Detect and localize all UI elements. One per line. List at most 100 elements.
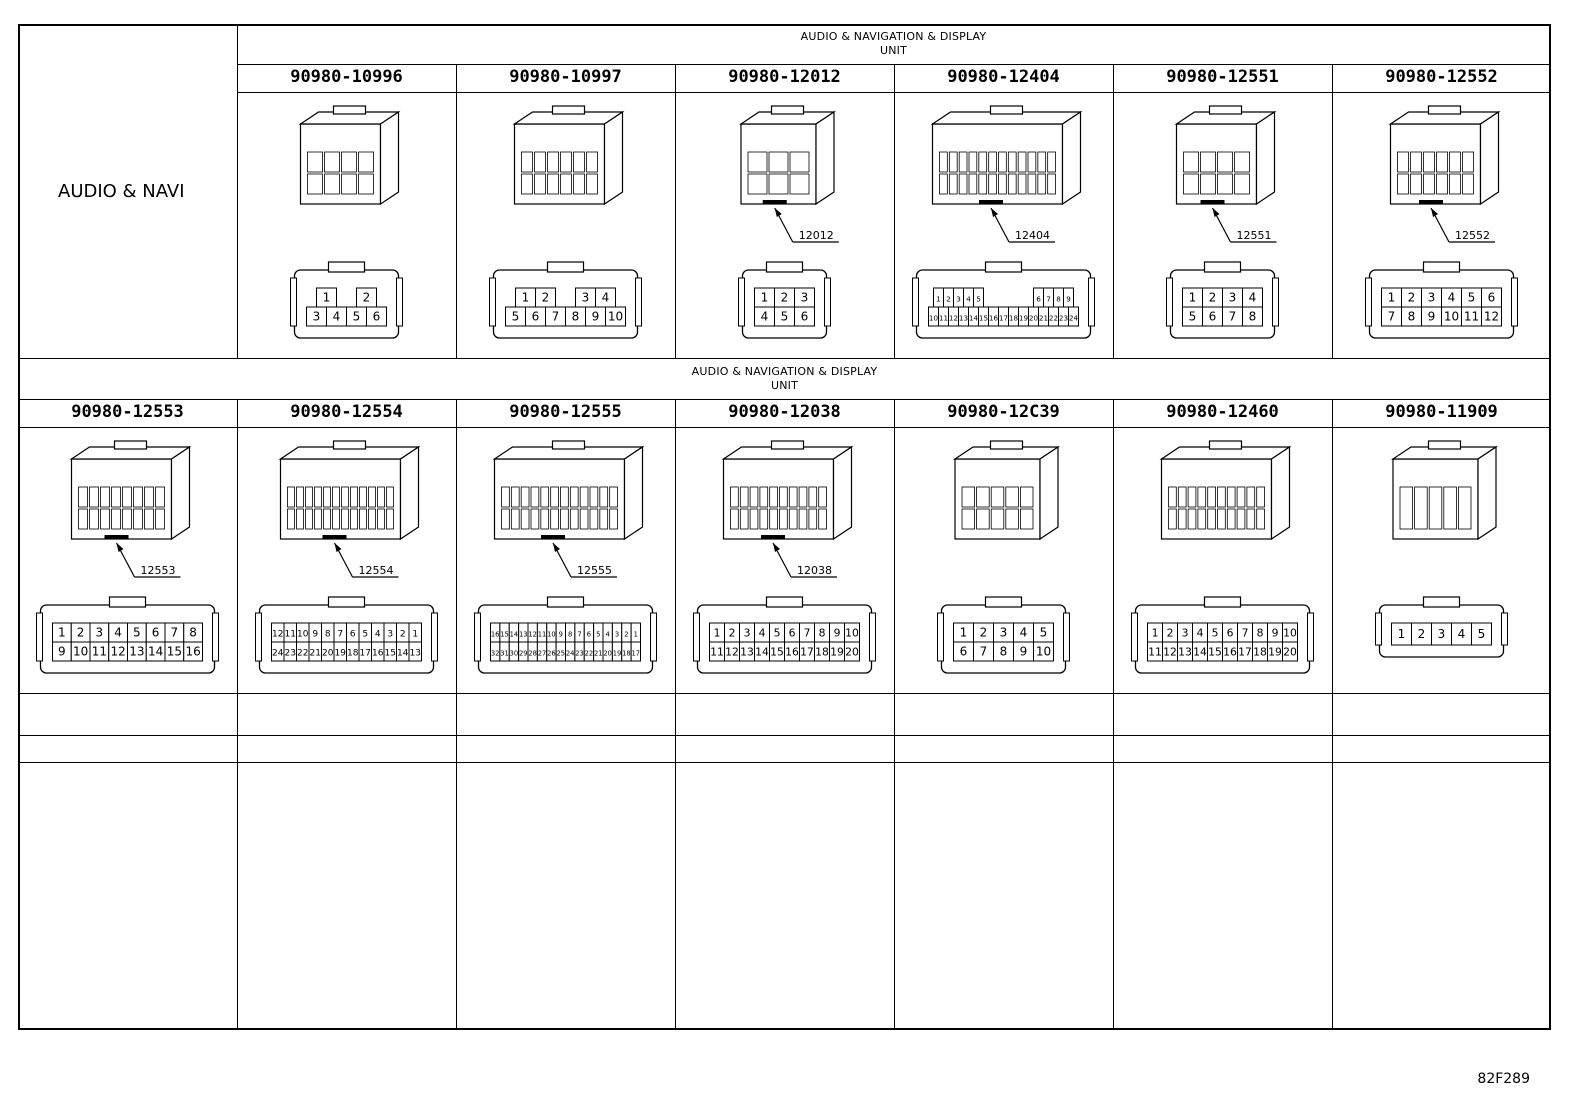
pin-number: 13 <box>740 646 754 659</box>
pin-number: 16 <box>372 649 384 659</box>
pin-number: 9 <box>834 627 841 640</box>
pin-number: 3 <box>1182 627 1189 640</box>
pin-number: 13 <box>129 645 144 659</box>
pin-number: 2 <box>729 627 736 640</box>
pin-number: 12 <box>528 631 537 639</box>
callout-label: 12552 <box>1455 229 1490 242</box>
pin-number: 19 <box>830 646 844 659</box>
grid-vline <box>894 399 895 1030</box>
callout-label: 12038 <box>797 564 832 577</box>
pin-number: 11 <box>710 646 724 659</box>
pin-number: 2 <box>980 626 988 640</box>
pin-number: 6 <box>1227 627 1234 640</box>
pin-number: 1 <box>761 291 769 305</box>
pin-number: 3 <box>1438 627 1446 641</box>
pin-number: 8 <box>572 310 580 324</box>
connector-housing-drawing <box>69 440 192 541</box>
pin-number: 8 <box>1408 310 1416 324</box>
pin-number: 5 <box>1478 627 1486 641</box>
callout: 12555 <box>541 535 617 578</box>
connector-chart-sheet <box>18 24 1551 1030</box>
grid-vline <box>675 399 676 1030</box>
pin-number: 4 <box>1249 291 1257 305</box>
pin-number: 14 <box>510 631 519 639</box>
pin-number: 9 <box>1272 627 1279 640</box>
pin-cavity <box>183 641 203 662</box>
grid-vline <box>1113 64 1114 358</box>
callout: 12551 <box>1200 200 1277 243</box>
pin-number: 4 <box>1197 627 1204 640</box>
pin-number: 16 <box>989 314 999 323</box>
pin-number: 5 <box>512 310 520 324</box>
callout-label: 12553 <box>141 564 176 577</box>
pin-number: 4 <box>602 291 610 305</box>
pin-number: 11 <box>939 314 948 323</box>
pin-number: 22 <box>585 650 594 658</box>
pin-cavity <box>1471 622 1492 646</box>
pin-number: 6 <box>350 630 356 640</box>
pin-number: 4 <box>966 295 971 304</box>
pin-number: 6 <box>1488 291 1496 305</box>
part-number: 90980-12C39 <box>947 402 1060 422</box>
pin-number: 7 <box>804 627 811 640</box>
pin-number: 14 <box>969 314 979 323</box>
section-caption-top: AUDIO & NAVIGATION & DISPLAY UNIT <box>237 30 1550 58</box>
grid-vline <box>237 399 238 1030</box>
pin-number: 3 <box>744 627 751 640</box>
part-number: 90980-10997 <box>509 67 622 87</box>
pin-number: 9 <box>312 630 318 640</box>
pin-number: 27 <box>538 650 547 658</box>
callout-label: 12551 <box>1237 229 1272 242</box>
grid-hline <box>18 693 1551 694</box>
pin-number: 18 <box>1009 314 1019 323</box>
pin-number: 9 <box>592 310 600 324</box>
pin-number: 7 <box>337 630 343 640</box>
pin-number: 4 <box>333 310 341 324</box>
pin-number: 14 <box>148 645 163 659</box>
pin-number: 10 <box>73 645 88 659</box>
pin-number: 10 <box>1036 645 1051 659</box>
pin-number: 15 <box>770 646 784 659</box>
pin-cavity <box>366 306 387 327</box>
pin-number: 7 <box>980 645 988 659</box>
callout-label: 12554 <box>359 564 394 577</box>
pin-number: 7 <box>1242 627 1249 640</box>
pin-number: 26 <box>547 650 556 658</box>
connector-housing-drawing <box>1388 105 1501 206</box>
pin-number: 17 <box>632 650 641 658</box>
pin-number: 18 <box>622 650 631 658</box>
pin-number: 2 <box>1209 291 1217 305</box>
pin-number: 9 <box>559 631 563 639</box>
pin-number: 8 <box>819 627 826 640</box>
pin-number: 10 <box>845 627 859 640</box>
pin-number: 28 <box>528 650 537 658</box>
pin-number: 17 <box>800 646 814 659</box>
pin-number: 2 <box>363 291 371 305</box>
pin-number: 1 <box>1388 291 1396 305</box>
section-caption-bottom: AUDIO & NAVIGATION & DISPLAY UNIT <box>18 365 1551 393</box>
pin-number: 24 <box>272 649 284 659</box>
part-number: 90980-12553 <box>71 402 184 422</box>
pin-number: 6 <box>152 626 160 640</box>
pin-number: 15 <box>167 645 182 659</box>
callout-label: 12555 <box>577 564 612 577</box>
pin-number: 6 <box>960 645 968 659</box>
pin-number: 9 <box>1020 645 1028 659</box>
pin-number: 17 <box>999 314 1008 323</box>
grid-vline <box>1113 399 1114 1030</box>
section-caption-bottom-line2: UNIT <box>770 379 799 392</box>
pin-cavity <box>1068 306 1079 327</box>
grid-hline <box>18 399 1551 400</box>
figure-id: 82F289 <box>1477 1071 1530 1087</box>
connector-housing-drawing <box>298 105 401 206</box>
pin-number: 9 <box>1066 295 1071 304</box>
